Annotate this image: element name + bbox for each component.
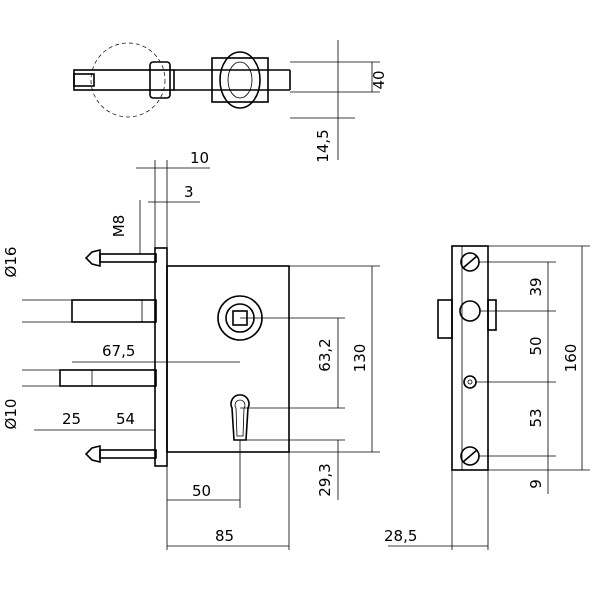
small-pin <box>59 369 157 387</box>
dim-hole-1: 39 <box>527 277 545 296</box>
screw-bottom <box>99 449 157 459</box>
dim-hole-3: 53 <box>527 408 545 427</box>
handle-rotation-circle <box>90 42 166 118</box>
top-bolt-tip <box>73 73 95 87</box>
screw-top <box>99 253 157 263</box>
dim-backset: 50 <box>192 482 211 500</box>
front-view <box>22 160 380 550</box>
dim-hole-4: 9 <box>527 479 545 489</box>
side-bracket-left <box>437 299 453 339</box>
top-lever <box>149 61 171 99</box>
lock-case <box>166 265 290 453</box>
dim-cylinder-distance: 63,2 <box>316 338 334 371</box>
dim-pin-length: 54 <box>116 410 135 428</box>
dim-pin-length-small: 25 <box>62 410 81 428</box>
side-view <box>388 245 590 550</box>
top-housing <box>211 57 269 103</box>
side-bracket-right <box>487 299 497 331</box>
dim-backset-pin: 67,5 <box>102 342 135 360</box>
dim-plate-thickness: 10 <box>190 149 209 167</box>
dim-top-height: 40 <box>370 70 388 89</box>
top-view <box>73 40 380 160</box>
latch-pin <box>71 299 157 323</box>
dim-plate-height: 160 <box>562 344 580 373</box>
top-cylinder <box>219 51 261 109</box>
side-plate <box>451 245 489 471</box>
front-plate <box>154 247 168 467</box>
dim-gap: 3 <box>184 183 194 201</box>
dim-case-width: 85 <box>215 527 234 545</box>
dim-hole-2: 50 <box>527 336 545 355</box>
dim-pin-diameter: Ø16 <box>2 247 20 278</box>
dim-pin-small-diameter: Ø10 <box>2 399 20 430</box>
dim-side-depth: 28,5 <box>384 527 417 545</box>
dim-keyhole-bottom: 29,3 <box>316 463 334 496</box>
keyhole <box>230 394 250 441</box>
dim-top-offset: 14,5 <box>314 129 332 162</box>
top-bolt-body <box>73 69 175 91</box>
dim-case-height: 130 <box>351 344 369 373</box>
dim-thread: M8 <box>110 215 128 238</box>
